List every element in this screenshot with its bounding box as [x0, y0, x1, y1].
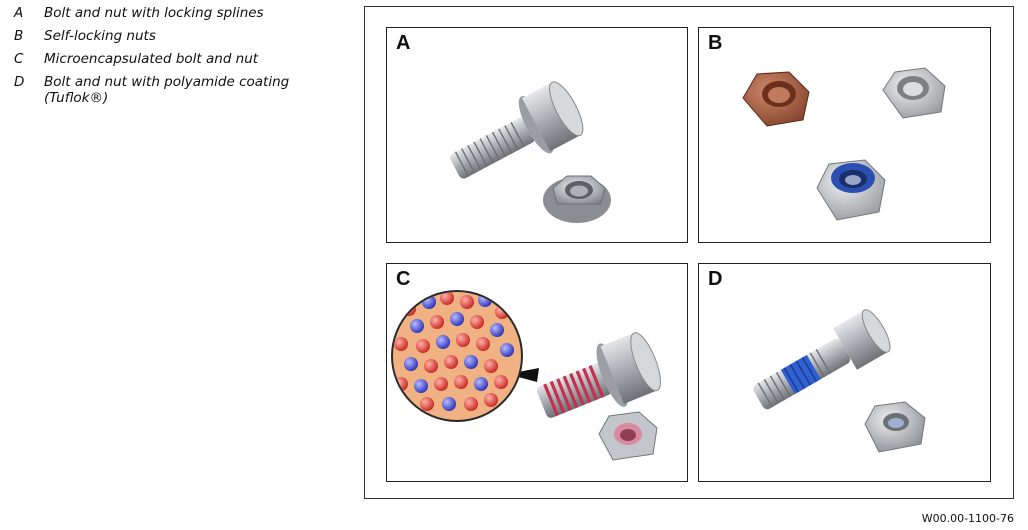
microencapsulated-bolt [536, 332, 661, 418]
panel-b: B [698, 27, 991, 243]
legend-text: Microencapsulated bolt and nut [44, 51, 259, 67]
legend-item-a: A Bolt and nut with locking splines [14, 5, 344, 21]
figure-frame: A [364, 6, 1014, 499]
legend-text: Bolt and nut with locking splines [44, 5, 264, 21]
nylon-insert-nut [816, 159, 886, 221]
panel-letter: A [396, 32, 411, 54]
legend-key: A [14, 5, 24, 21]
microencapsulated-bolt-and-nut-illustration [391, 290, 661, 461]
legend-text: Self-locking nuts [44, 28, 156, 44]
coated-bolt [753, 309, 891, 410]
flange-bolt [450, 81, 584, 179]
panel-d: D [698, 263, 991, 482]
legend-key: B [14, 28, 24, 44]
panel-letter: B [708, 32, 723, 54]
legend-text: Bolt and nut with polyamide coating (Tuf… [44, 74, 290, 106]
microencapsulated-nut [598, 411, 658, 461]
legend-item-d: D Bolt and nut with polyamide coating (T… [14, 74, 344, 106]
microcapsule-magnifier [391, 290, 523, 422]
legend-key: D [14, 74, 25, 90]
legend-item-b: B Self-locking nuts [14, 28, 344, 44]
copper-nut [742, 71, 810, 127]
panel-c: C [386, 263, 688, 482]
figure-code: W00.00-1100-76 [921, 512, 1014, 525]
flange-nut [543, 175, 611, 223]
legend-key: C [14, 51, 24, 67]
hex-nut [864, 401, 926, 453]
bolt-and-nut-with-locking-splines-illustration [450, 81, 611, 223]
panel-a: A [386, 27, 688, 243]
self-locking-nuts-illustration [742, 67, 946, 221]
panel-letter: C [396, 268, 411, 290]
bolt-and-nut-with-polyamide-coating-illustration [753, 309, 926, 453]
legend: A Bolt and nut with locking splines B Se… [14, 5, 344, 113]
legend-item-c: C Microencapsulated bolt and nut [14, 51, 344, 67]
slotted-steel-nut [882, 67, 946, 119]
panel-letter: D [708, 268, 723, 290]
